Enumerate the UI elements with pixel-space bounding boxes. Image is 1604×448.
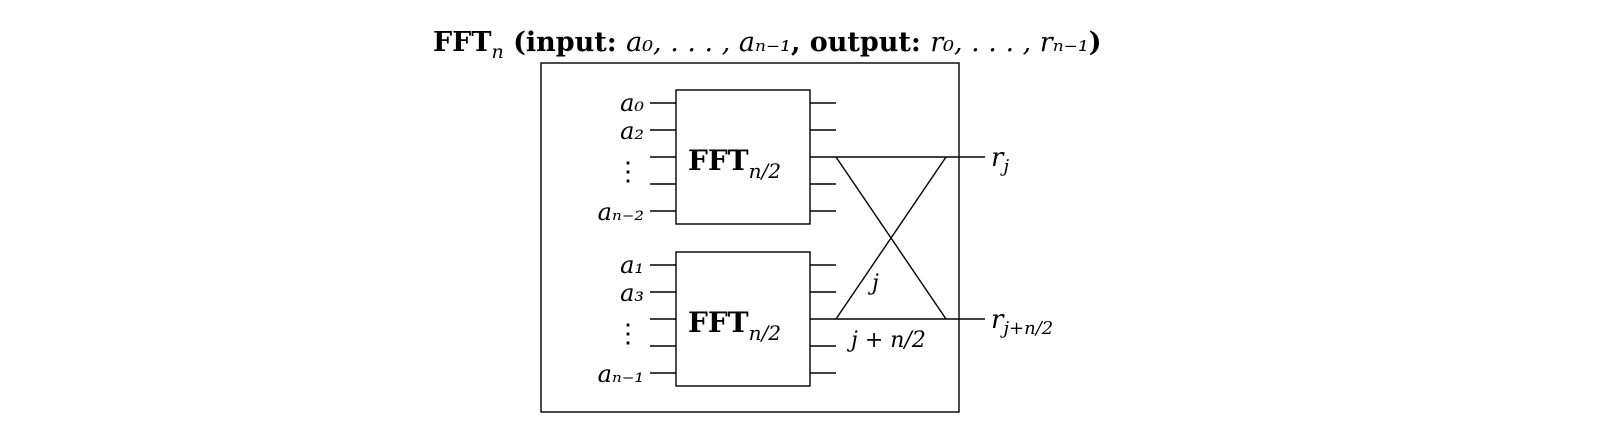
diagram-title: FFTn (input: a₀, . . . , aₙ₋₁, output: r… — [433, 27, 1102, 63]
title-input-range: a₀, . . . , aₙ₋₁ — [626, 27, 791, 58]
title-n: n — [491, 41, 503, 63]
title-fft: FFT — [433, 27, 491, 58]
outer-fft-box — [540, 62, 960, 413]
bottom-input-label: a₃ — [620, 279, 644, 307]
bottom-input-label: aₙ₋₁ — [598, 360, 644, 388]
bottom-input-label: a₁ — [620, 251, 644, 279]
output-r-j: rj — [991, 143, 1009, 177]
title-output-range: r₀, . . . , rₙ₋₁ — [930, 27, 1088, 58]
top-input-ellipsis: ⋮ — [615, 157, 641, 187]
bottom-fft-label: FFTn/2 — [688, 306, 781, 345]
top-input-label: a₀ — [620, 89, 644, 117]
twiddle-j-plus-label: j + n/2 — [846, 328, 926, 353]
output-r-j-plus-n2: rj+n/2 — [991, 305, 1053, 339]
top-fft-label: FFTn/2 — [688, 144, 781, 183]
title-input-label: (input: — [504, 27, 626, 58]
bottom-input-ellipsis: ⋮ — [615, 319, 641, 349]
butterfly-cross-up — [835, 156, 947, 320]
title-output-label: , output: — [791, 27, 930, 58]
top-input-label: a₂ — [620, 117, 644, 145]
twiddle-j-label: j — [867, 271, 879, 296]
top-input-label: aₙ₋₂ — [598, 198, 644, 226]
title-close: ) — [1089, 27, 1102, 58]
